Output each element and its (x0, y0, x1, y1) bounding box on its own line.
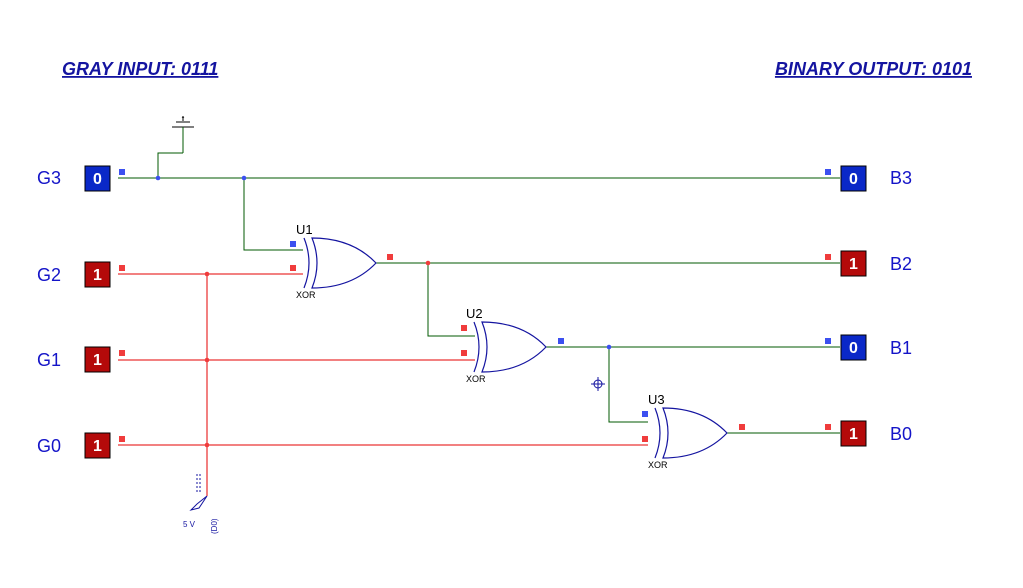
junction-dot (241, 175, 247, 181)
output-value-b1: 0 (849, 340, 858, 357)
output-b1: 0 B1 (840, 334, 912, 361)
pin-marker (461, 350, 467, 356)
output-label-b1: B1 (890, 338, 912, 358)
output-label-b0: B0 (890, 424, 912, 444)
pin-marker (825, 424, 831, 430)
pin-marker (825, 338, 831, 344)
pin-marker (825, 254, 831, 260)
output-label-b3: B3 (890, 168, 912, 188)
pin-marker (290, 265, 296, 271)
input-label-g0: G0 (37, 436, 61, 456)
xor-gate-u3[interactable]: U3 XOR (648, 392, 728, 470)
output-indicator-b3 (840, 165, 867, 192)
b1-u3-wire (608, 347, 648, 423)
gate-ref-u1: U1 (296, 222, 313, 237)
b2-u2-wire (427, 263, 475, 337)
input-value-g0: 1 (93, 438, 102, 455)
junctions (155, 175, 612, 448)
binary-output-title: BINARY OUTPUT: 0101 (775, 59, 972, 79)
output-b3: 0 B3 (840, 165, 912, 192)
junction-dot (155, 175, 161, 181)
output-indicator-b0 (840, 420, 867, 447)
pin-marker (739, 424, 745, 430)
input-value-g3: 0 (93, 171, 102, 188)
source-tag-label: (D0) (210, 518, 219, 534)
junction-dot (204, 271, 210, 277)
input-toggle-g1[interactable]: 1 (84, 346, 111, 373)
input-value-g2: 1 (93, 267, 102, 284)
gate-ref-u3: U3 (648, 392, 665, 407)
ground-label: - (182, 112, 185, 122)
junction-dot (204, 442, 210, 448)
ground-symbol-icon: - (157, 112, 194, 178)
output-indicator-b2 (840, 250, 867, 277)
voltage-source-icon (189, 474, 208, 511)
xor-gate-u1[interactable]: U1 XOR (296, 222, 377, 300)
voltage-source[interactable]: 5 V (D0) (183, 474, 219, 534)
gate-type-u3: XOR (648, 460, 668, 470)
pin-marker (387, 254, 393, 260)
input-label-g2: G2 (37, 265, 61, 285)
junction-dot (606, 344, 612, 350)
input-toggle-g0[interactable]: 1 (84, 432, 111, 459)
input-toggle-g2[interactable]: 1 (84, 261, 111, 288)
crosshair-icon[interactable] (591, 377, 605, 391)
input-g3: G3 (37, 168, 61, 188)
pin-markers (119, 169, 831, 442)
gray-input-title: GRAY INPUT: 0111 (62, 59, 218, 79)
low-wires (118, 177, 840, 434)
gate-type-u2: XOR (466, 374, 486, 384)
output-indicator-b1 (840, 334, 867, 361)
gate-type-u1: XOR (296, 290, 316, 300)
pin-marker (558, 338, 564, 344)
output-value-b2: 1 (849, 256, 858, 273)
input-value-g1: 1 (93, 352, 102, 369)
pin-marker (119, 169, 125, 175)
pin-marker (642, 436, 648, 442)
pin-marker (461, 325, 467, 331)
source-voltage-label: 5 V (183, 520, 196, 529)
pin-marker (119, 436, 125, 442)
pin-marker (642, 411, 648, 417)
input-toggle-g3[interactable]: 0 (84, 165, 111, 192)
pin-marker (290, 241, 296, 247)
input-label-g1: G1 (37, 350, 61, 370)
input-g2: G2 (37, 265, 61, 285)
input-g1: G1 (37, 350, 61, 370)
output-label-b2: B2 (890, 254, 912, 274)
output-b2: 1 B2 (840, 250, 912, 277)
pin-marker (825, 169, 831, 175)
high-wires (118, 273, 648, 496)
input-label-g3: G3 (37, 168, 61, 188)
junction-dot (425, 260, 431, 266)
input-g0: G0 (37, 436, 61, 456)
output-value-b0: 1 (849, 426, 858, 443)
pin-marker (119, 350, 125, 356)
output-value-b3: 0 (849, 171, 858, 188)
xor-gate-u2[interactable]: U2 XOR (466, 306, 547, 384)
output-b0: 1 B0 (840, 420, 912, 447)
pin-marker (119, 265, 125, 271)
gate-ref-u2: U2 (466, 306, 483, 321)
g3-u1-wire (243, 178, 303, 251)
junction-dot (204, 357, 210, 363)
